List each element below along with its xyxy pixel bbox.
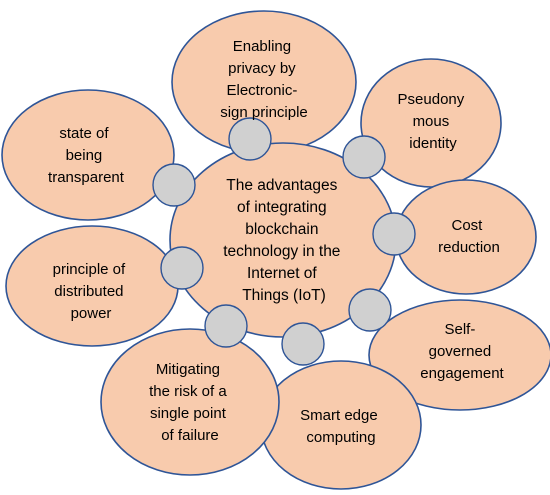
label-cost-reduction: Cost reduction [438, 217, 500, 256]
bubble-smart-edge-computing [260, 360, 422, 490]
label-distributed-power: principle of distributed power [53, 261, 130, 322]
center-label: The advantages of integrating blockchain… [223, 177, 345, 304]
label-self-governed-engagement: Self- governed engagement [420, 321, 504, 382]
connector-cost-reduction [372, 212, 416, 256]
connector-transparency [152, 163, 196, 207]
connector-privacy [228, 117, 272, 161]
connector-distributed-power [160, 246, 204, 290]
label-pseudonymous-identity: Pseudony mous identity [398, 91, 469, 152]
label-smart-edge-computing: Smart edge computing [300, 407, 382, 446]
bubble-single-point-of-failure [100, 328, 280, 476]
label-privacy: Enabling privacy by Electronic- sign pri… [220, 38, 308, 121]
connector-smart-edge-computing [281, 322, 325, 366]
bubble-transparency [1, 89, 175, 221]
label-transparency: state of being transparent [48, 125, 125, 186]
connector-single-point-of-failure [204, 304, 248, 348]
connector-pseudonymous-identity [342, 135, 386, 179]
bubble-cost-reduction [395, 179, 537, 295]
connector-self-governed-engagement [348, 288, 392, 332]
label-single-point-of-failure: Mitigating the risk of a single point of… [149, 361, 231, 444]
bubble-self-governed-engagement [368, 299, 550, 411]
